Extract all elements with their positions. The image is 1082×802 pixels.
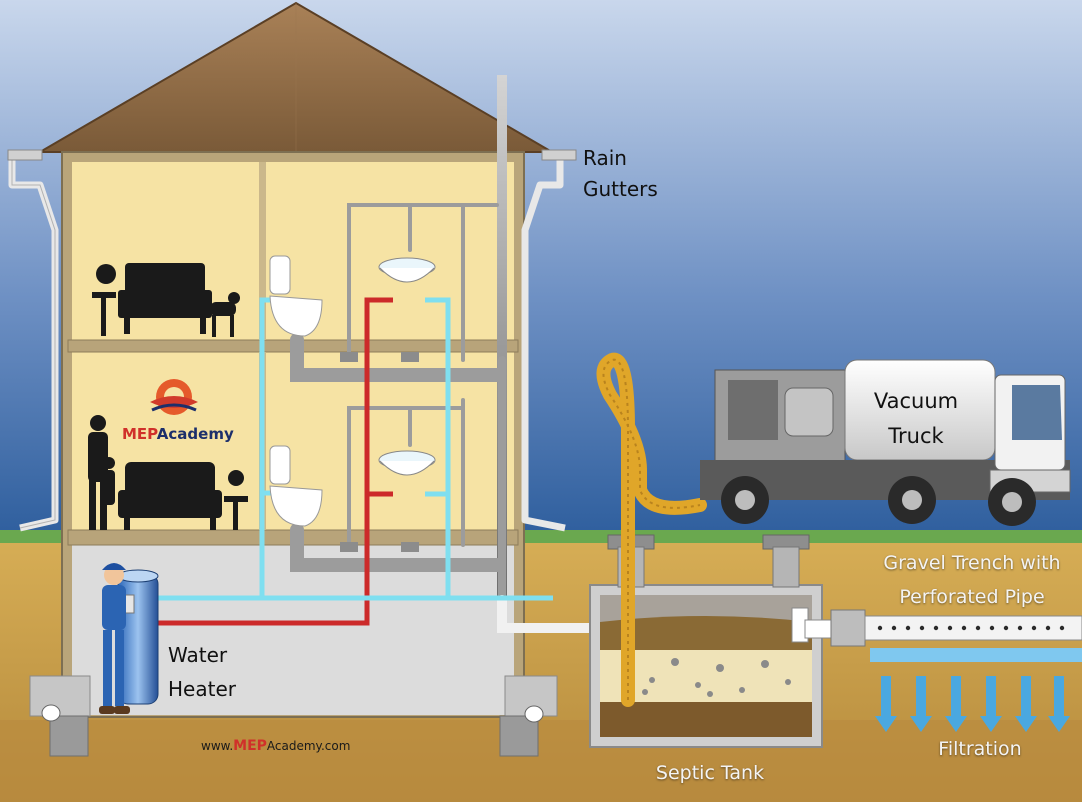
gravel-trench-line2: Perforated Pipe [899, 586, 1045, 608]
logo-mep: MEP [122, 425, 157, 443]
water-heater-line2: Heater [168, 677, 236, 701]
mep-logo-mark [150, 379, 198, 415]
water-heater-label: Water Heater [168, 638, 258, 706]
outlet-pipe [791, 607, 866, 647]
water-heater [117, 569, 159, 705]
drain-pipes [290, 203, 630, 633]
vacuum-truck-line1: Vacuum [873, 389, 959, 413]
septic-tank-label: Septic Tank [655, 762, 765, 784]
filtration-label: Filtration [938, 738, 1022, 760]
url-suffix: Academy.com [266, 739, 351, 753]
logo-academy: Academy [156, 425, 234, 443]
septic-solids [626, 658, 791, 697]
vent-stack [497, 75, 507, 600]
filtration-arrows [875, 676, 1070, 732]
mep-logo-text: MEPAcademy [122, 425, 234, 443]
vacuum-truck-label: Vacuum Truck [866, 384, 966, 454]
gravel-trench-line1: Gravel Trench with [883, 552, 1061, 574]
lower-room-silhouettes [88, 415, 248, 530]
footing-left [29, 675, 91, 717]
toilet-lower [269, 445, 323, 527]
deep-soil [0, 720, 1082, 802]
water-heater-line1: Water [168, 643, 228, 667]
url-mep: MEP [233, 738, 267, 754]
gravel-trench [864, 615, 1082, 662]
rain-gutters [7, 149, 577, 532]
plumber-figure [99, 563, 130, 714]
gravel-trench-label: Gravel Trench with Perforated Pipe [872, 546, 1072, 614]
website-url: www.MEPAcademy.com [201, 738, 350, 754]
hot-water-pipes [150, 297, 393, 626]
toilet-upper [269, 255, 323, 337]
url-prefix: www. [201, 739, 234, 753]
divider-upper [259, 162, 266, 340]
sink-upper [378, 257, 436, 283]
rain-gutters-line1: Rain [583, 146, 627, 170]
upper-room-silhouettes [92, 263, 240, 337]
vacuum-truck-line2: Truck [888, 424, 944, 448]
rain-gutters-line2: Gutters [583, 177, 658, 201]
vacuum-truck [700, 359, 1071, 526]
rain-gutters-label: Rain Gutters [583, 143, 673, 205]
sink-lower [378, 450, 436, 476]
